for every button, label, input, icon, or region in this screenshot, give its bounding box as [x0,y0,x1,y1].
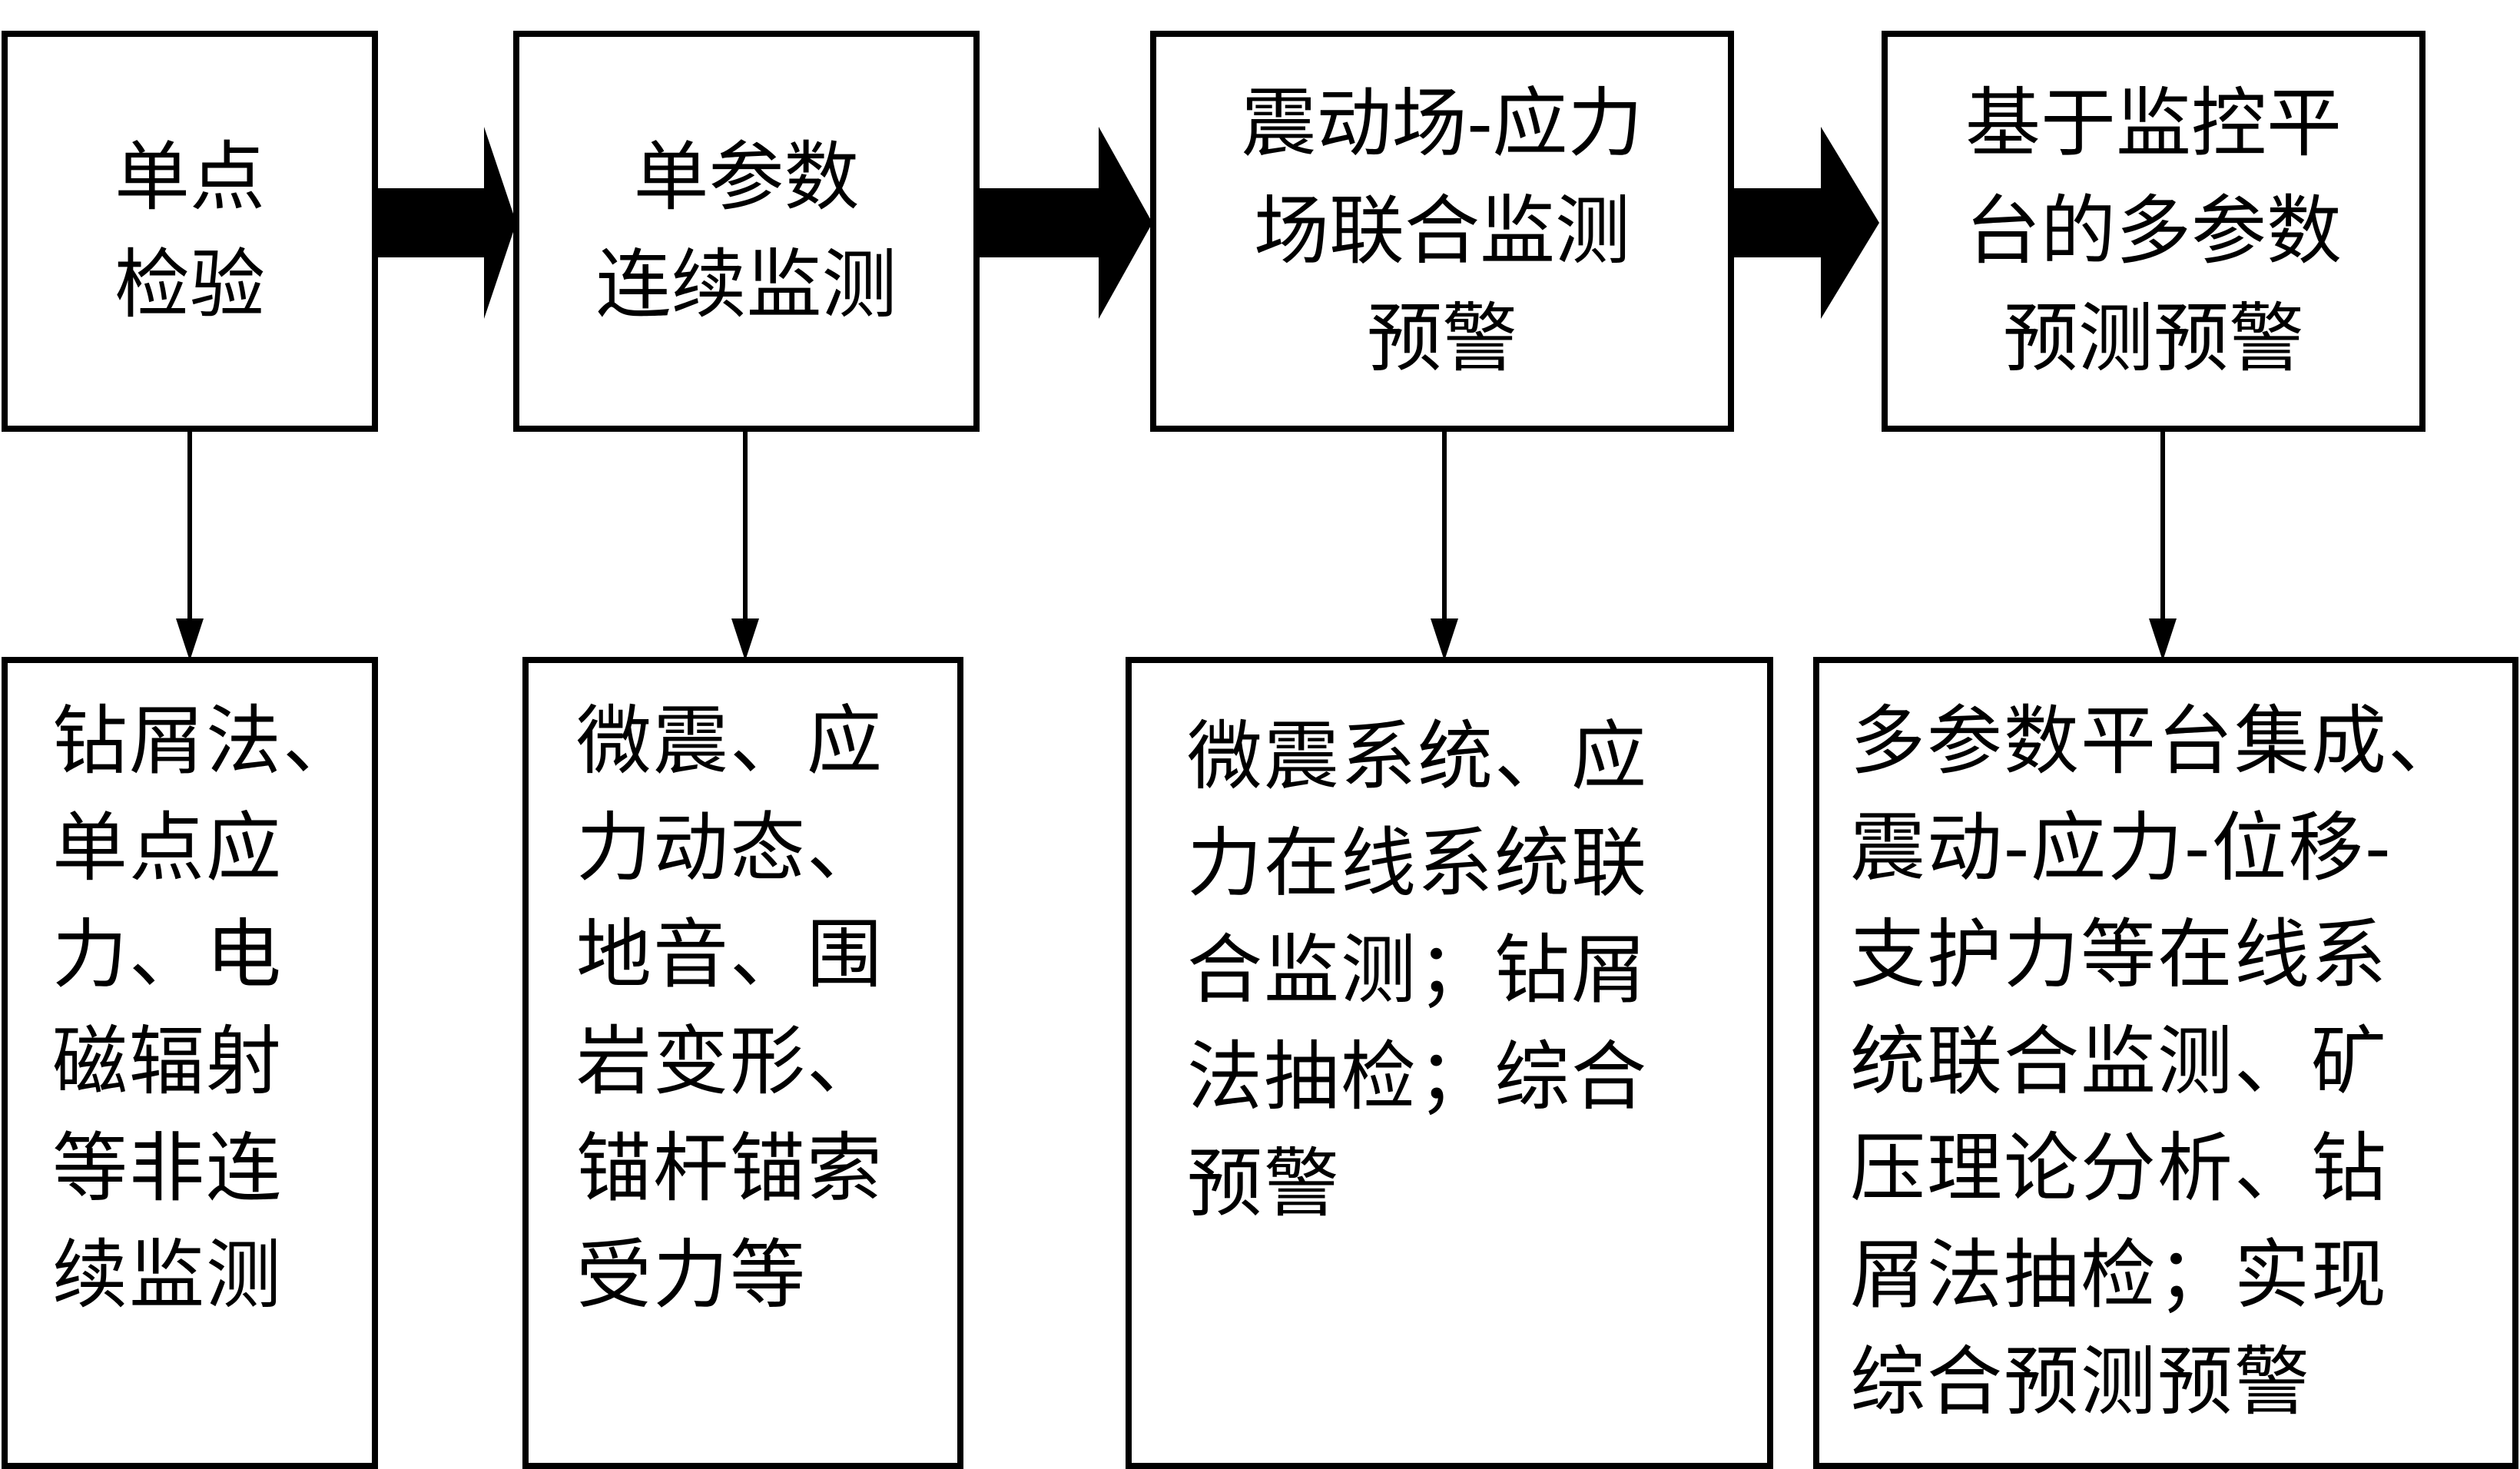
stage-1-title: 单点 检验 [114,134,265,329]
stage-2-title: 单参数 连续监测 [595,134,897,329]
stage-2-detail-box [522,657,963,1469]
stage-4-title: 基于监控平 台的多参数 预测预警 [1965,80,2342,383]
stage-2-detail-text: 微震、应 力动态、 地音、围 岩变形、 锚杆锚索 受力等 [576,698,884,1319]
stage-1-detail-text: 钻屑法、 单点应 力、电 磁辐射 等非连 续监测 [52,698,360,1319]
stage-3-title: 震动场-应力 场联合监测 预警 [1241,80,1643,383]
down-arrow-2 [731,431,759,661]
down-arrow-1 [176,431,204,661]
stage-4-detail-text: 多参数平台集成、 震动-应力-位移- 支护力等在线系 统联合监测、矿 压理论分析… [1850,698,2465,1426]
stage-1-box: 单点 检验 [2,31,378,432]
stage-3-detail-text: 微震系统、应 力在线系统联 合监测；钻屑 法抽检；综合 预警 [1187,713,1649,1228]
flow-arrow-1-to-2 [376,127,516,319]
stage-3-detail-box [1126,657,1773,1469]
down-arrow-4 [2149,431,2177,661]
stage-3-box: 震动场-应力 场联合监测 预警 [1150,31,1734,432]
down-arrow-3 [1431,431,1458,661]
stage-2-box: 单参数 连续监测 [513,31,980,432]
stage-4-detail-box [1813,657,2518,1469]
stage-4-box: 基于监控平 台的多参数 预测预警 [1882,31,2426,432]
stage-1-detail-box [2,657,378,1469]
flow-arrow-2-to-3 [978,127,1152,319]
flow-arrow-3-to-4 [1732,127,1879,319]
